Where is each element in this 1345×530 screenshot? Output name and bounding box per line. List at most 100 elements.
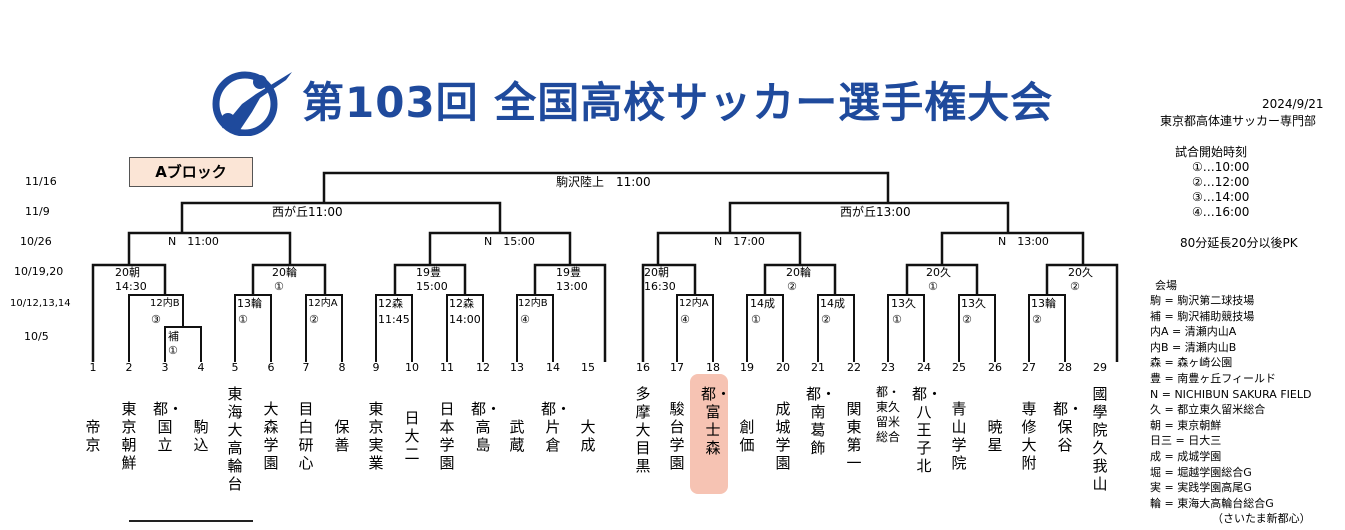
team-name: 帝京 <box>85 418 101 454</box>
team-name: 都・国立 <box>153 400 184 454</box>
pk-rule-note: 80分延長20分以後PK <box>1180 236 1298 250</box>
team-number: 2 <box>125 361 133 374</box>
venue-legend-item: 成 = 成城学園 <box>1150 450 1222 463</box>
venue-legend-item: 実 = 実践学園高尾G <box>1150 481 1252 495</box>
team-number: 27 <box>1022 361 1036 374</box>
team-number: 23 <box>881 361 895 374</box>
start-time-3: ③…14:00 <box>1192 190 1250 204</box>
match-r2-12-venue: 13輪 <box>1031 297 1056 310</box>
team-name: 保善 <box>334 418 350 454</box>
match-qf-2: N 15:00 <box>484 235 535 248</box>
venue-legend-item: （さいたま新都心） <box>1212 512 1311 526</box>
venue-legend-item: 内B = 清瀬内山B <box>1150 340 1237 354</box>
match-r2-10-time: ① <box>892 313 902 326</box>
team-number: 5 <box>231 361 239 374</box>
match-r3-6-venue: 20輪 <box>786 266 811 279</box>
venue-legend-item: 補 = 駒沢補助競技場 <box>1150 309 1255 323</box>
match-r2-2-time: ① <box>238 313 248 326</box>
match-r2-6-time: ④ <box>520 313 530 326</box>
match-r2-11-time: ② <box>962 313 972 326</box>
team-number: 22 <box>847 361 861 374</box>
team-name: 都・南葛飾 <box>806 385 837 457</box>
match-r2-7-time: ④ <box>680 313 690 326</box>
match-r2-3-time: ② <box>309 313 319 326</box>
match-r3-5-time: 16:30 <box>644 280 676 293</box>
match-r2-1-time: ③ <box>151 313 161 326</box>
team-name: 専修大附 <box>1021 400 1037 472</box>
team-number: 4 <box>197 361 205 374</box>
block-label: Aブロック <box>129 157 253 187</box>
venue-legend-item: 駒 = 駒沢第二球技場 <box>1150 294 1255 307</box>
match-semifinal-right: 西が丘13:00 <box>840 205 911 219</box>
match-r3-7-venue: 20久 <box>926 266 951 279</box>
organizer: 東京都高体連サッカー専門部 <box>1160 114 1317 128</box>
round-date-round1: 10/5 <box>24 330 49 343</box>
venue-legend-item: 豊 = 南豊ヶ丘フィールド <box>1150 372 1276 385</box>
team-name: 都・富士森 <box>701 385 732 457</box>
match-r3-1-venue: 20朝 <box>115 266 140 279</box>
team-number: 25 <box>952 361 966 374</box>
team-number: 29 <box>1093 361 1107 374</box>
match-r3-8-venue: 20久 <box>1068 266 1093 279</box>
team-name: 東京実業 <box>368 400 384 472</box>
match-r1-time: ① <box>168 344 178 357</box>
team-number: 21 <box>811 361 825 374</box>
match-r2-5-time: 14:00 <box>449 313 481 326</box>
team-number: 6 <box>267 361 275 374</box>
venue-legend-item: 久 = 都立東久留米総合 <box>1150 403 1266 417</box>
match-r3-7-time: ① <box>928 280 938 293</box>
team-number: 19 <box>740 361 754 374</box>
team-number: 10 <box>405 361 419 374</box>
team-name: 駿台学園 <box>669 400 685 472</box>
venue-legend-item: 森 = 森ヶ崎公園 <box>1150 356 1233 370</box>
match-r2-9-venue: 14成 <box>820 297 845 310</box>
match-qf-3: N 17:00 <box>714 235 765 248</box>
team-name: 青山学院 <box>951 400 967 472</box>
team-name: 目白研心 <box>298 400 314 472</box>
start-times-title: 試合開始時刻 <box>1175 145 1248 159</box>
team-name: 都・片倉 <box>541 400 572 454</box>
match-r1-venue: 補 <box>168 330 179 343</box>
round-date-final: 11/16 <box>25 175 57 188</box>
team-name: 創価 <box>739 418 755 454</box>
match-r3-8-time: ② <box>1070 280 1080 293</box>
team-name: 國學院久我山 <box>1092 385 1108 493</box>
soccer-player-logo-icon <box>212 71 292 136</box>
document-date: 2024/9/21 <box>1262 97 1324 111</box>
match-r3-6-time: ② <box>787 280 797 293</box>
match-r2-9-time: ② <box>821 313 831 326</box>
match-r3-3-venue: 19豊 <box>416 266 441 279</box>
venues-title: 会場 <box>1155 279 1177 292</box>
team-number: 28 <box>1058 361 1072 374</box>
match-r2-1-venue: 12内B <box>150 298 180 309</box>
match-r3-3-time: 15:00 <box>416 280 448 293</box>
match-qf-1: N 11:00 <box>168 235 219 248</box>
start-time-1: ①…10:00 <box>1192 160 1250 174</box>
start-time-4: ④…16:00 <box>1192 205 1250 219</box>
team-name: 成城学園 <box>775 400 791 472</box>
team-number: 16 <box>636 361 650 374</box>
team-name: 都・東久留米総合 <box>876 385 901 444</box>
start-time-2: ②…12:00 <box>1192 175 1250 189</box>
team-name: 都・高島 <box>471 400 502 454</box>
match-r2-11-venue: 13久 <box>961 297 986 310</box>
round-date-quarterfinal: 10/26 <box>20 235 52 248</box>
team-number: 12 <box>476 361 490 374</box>
team-name: 多摩大目黒 <box>635 385 651 475</box>
match-final: 駒沢陸上 11:00 <box>556 175 651 189</box>
team-number: 17 <box>670 361 684 374</box>
match-r2-10-venue: 13久 <box>891 297 916 310</box>
team-name: 日本学園 <box>439 400 455 472</box>
team-name: 日大二 <box>404 409 420 463</box>
match-r3-2-venue: 20輪 <box>272 266 297 279</box>
team-number: 14 <box>546 361 560 374</box>
team-name: 関東第一 <box>846 400 862 472</box>
team-number: 3 <box>161 361 169 374</box>
match-r2-2-venue: 13輪 <box>237 297 262 310</box>
team-name: 東京朝鮮 <box>121 400 137 472</box>
match-r3-5-venue: 20朝 <box>644 266 669 279</box>
venue-legend-item: 朝 = 東京朝鮮 <box>1150 418 1222 432</box>
team-name: 大森学園 <box>263 400 279 472</box>
match-r2-6-venue: 12内B <box>518 298 548 309</box>
